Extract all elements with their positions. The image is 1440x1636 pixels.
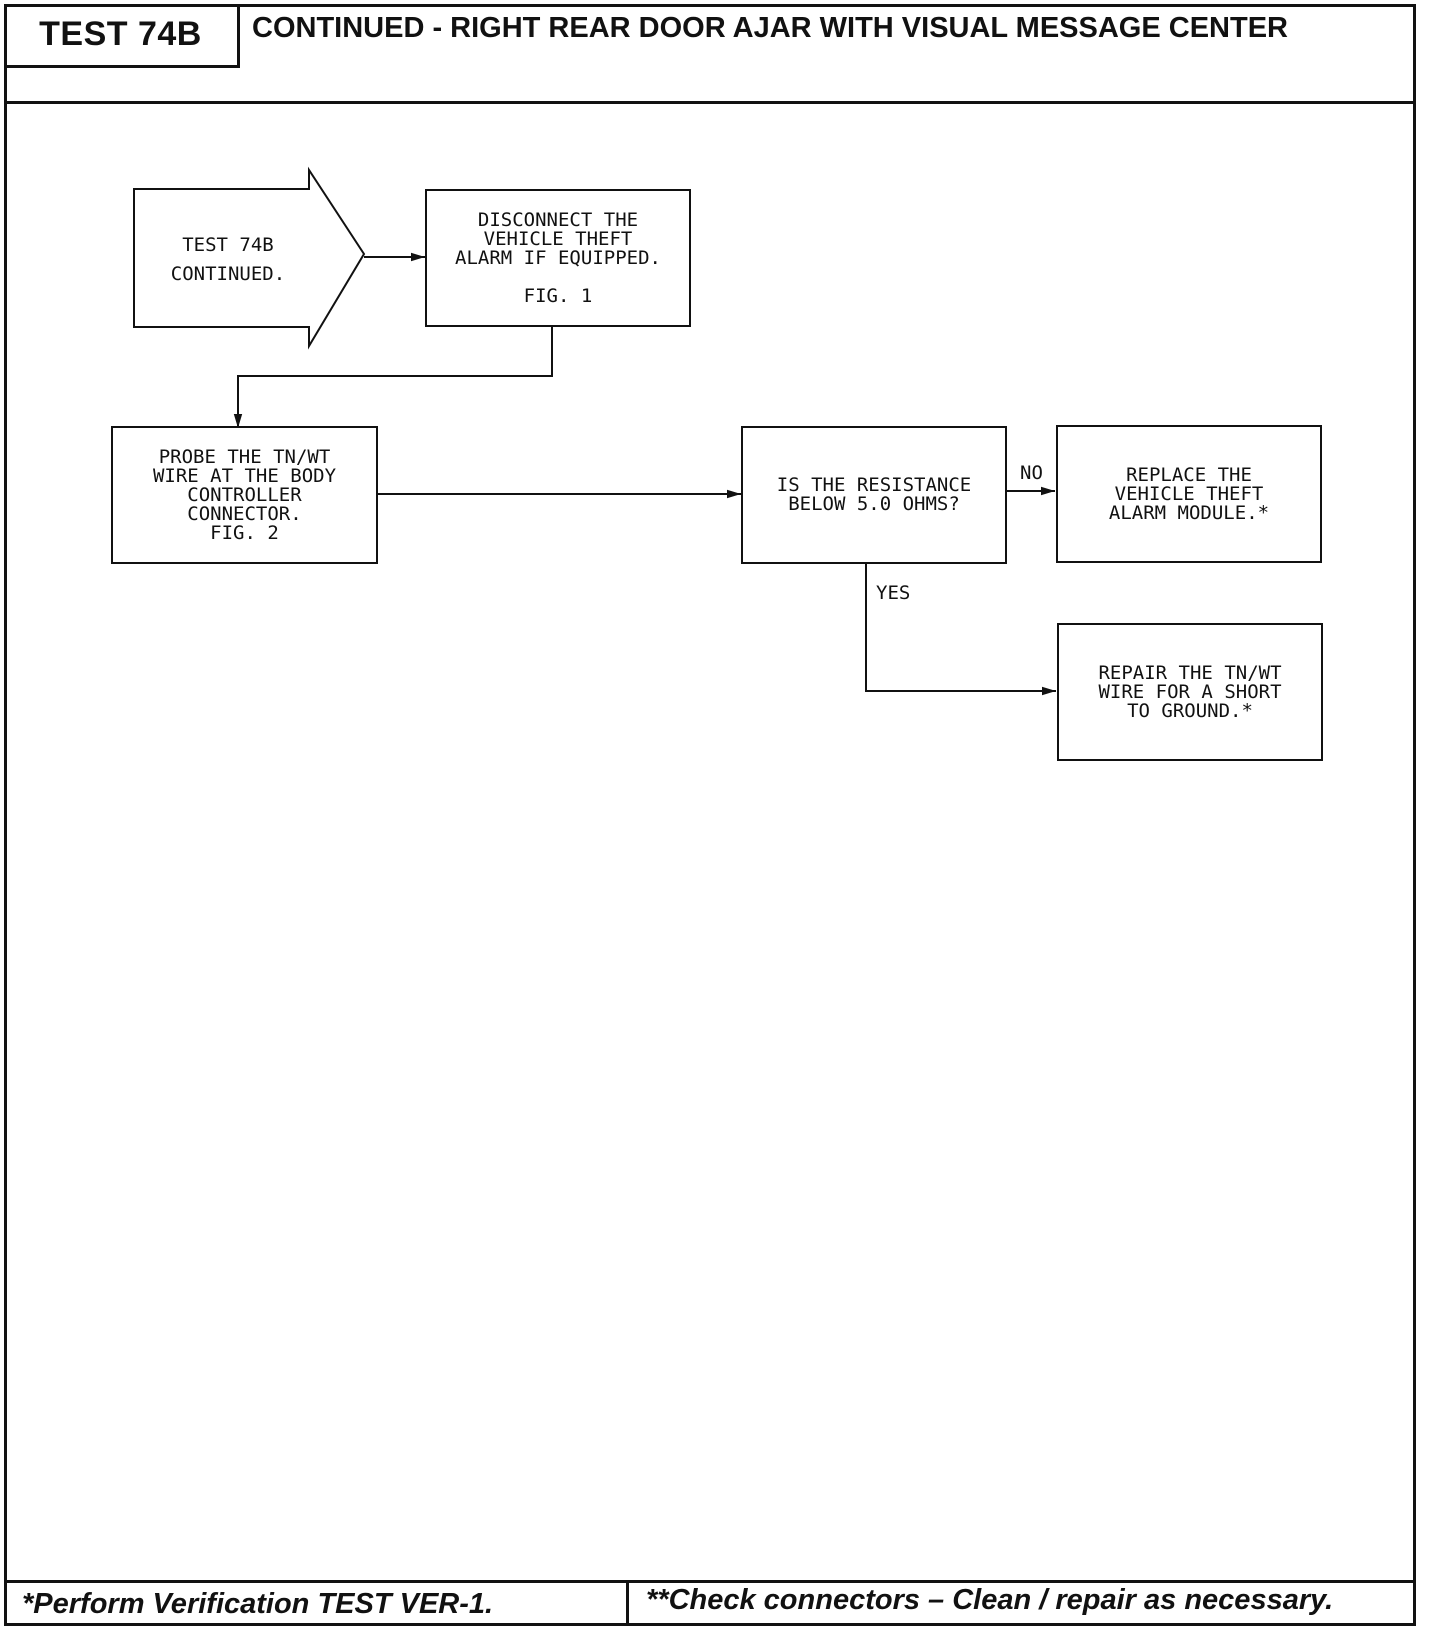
disconnect-fig: FIG. 1	[523, 284, 593, 307]
disconnect-box: DISCONNECT THE VEHICLE THEFT ALARM IF EQ…	[425, 189, 691, 327]
probe-text: PROBE THE TN/WT WIRE AT THE BODY CONTROL…	[152, 445, 337, 544]
start-box: TEST 74B CONTINUED.	[136, 220, 320, 300]
page-frame	[4, 4, 1416, 1626]
footer-column-divider	[626, 1580, 629, 1626]
disconnect-content: DISCONNECT THE VEHICLE THEFT ALARM IF EQ…	[455, 208, 661, 307]
connector-question-repair	[865, 563, 1056, 696]
test-number-box: TEST 74B	[4, 4, 240, 68]
page-title: CONTINUED - RIGHT REAR DOOR AJAR WITH VI…	[252, 12, 1288, 44]
yes-label: YES	[876, 582, 911, 604]
probe-box: PROBE THE TN/WT WIRE AT THE BODY CONTROL…	[111, 426, 378, 564]
repair-text: REPAIR THE TN/WT WIRE FOR A SHORT TO GRO…	[1098, 661, 1282, 722]
no-label: NO	[1020, 462, 1043, 484]
start-text: TEST 74B CONTINUED.	[171, 231, 285, 289]
disconnect-text: DISCONNECT THE VEHICLE THEFT ALARM IF EQ…	[455, 208, 661, 269]
start-line-1: TEST 74B	[182, 234, 274, 256]
repair-box: REPAIR THE TN/WT WIRE FOR A SHORT TO GRO…	[1057, 623, 1323, 761]
replace-text: REPLACE THE VEHICLE THEFT ALARM MODULE.*	[1108, 463, 1270, 524]
question-box: IS THE RESISTANCE BELOW 5.0 OHMS?	[741, 426, 1007, 564]
question-text: IS THE RESISTANCE BELOW 5.0 OHMS?	[776, 474, 972, 515]
start-line-2: CONTINUED.	[170, 263, 286, 285]
footer-connector-note: **Check connectors – Clean / repair as n…	[646, 1584, 1334, 1616]
start-arrow-shape	[133, 166, 366, 350]
footer-verification-note: *Perform Verification TEST VER-1.	[22, 1588, 494, 1620]
replace-box: REPLACE THE VEHICLE THEFT ALARM MODULE.*	[1056, 425, 1322, 563]
connector-disconnect-probe	[233, 326, 553, 428]
test-number: TEST 74B	[39, 15, 202, 53]
header-divider	[4, 101, 1416, 104]
footer-divider	[4, 1580, 1416, 1583]
